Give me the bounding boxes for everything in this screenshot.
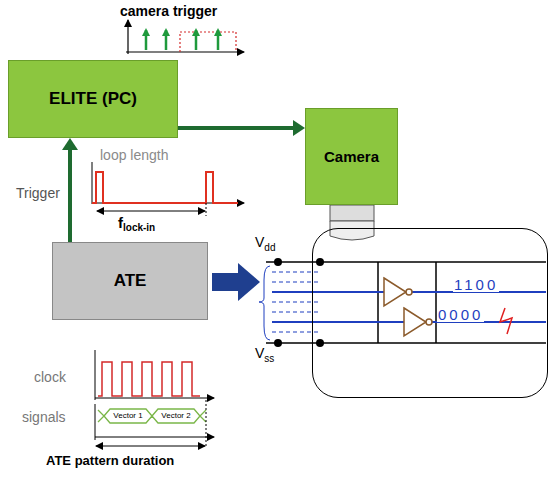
connector [62, 138, 78, 242]
supply-subscript: dd [264, 243, 275, 253]
camera-lens [330, 205, 374, 240]
frequency-subscript: lock-in [123, 223, 155, 233]
bit-pattern: 0000 [437, 307, 484, 322]
connector [212, 263, 260, 301]
signal-name: clock [34, 370, 66, 384]
edge-label: Trigger [16, 186, 60, 200]
node-title: ATE [114, 271, 147, 291]
plot-title: loop length [100, 148, 169, 162]
timing-diagram [95, 350, 214, 448]
camera-trigger-plot [126, 20, 244, 54]
supply-pin: V [255, 235, 264, 249]
ate-box: ATE [52, 242, 208, 320]
supply-pin: V [255, 346, 264, 360]
signal-name: signals [22, 410, 66, 424]
bit-pattern: 1100 [453, 277, 499, 292]
pc-box: ELITE (PC) [8, 60, 178, 138]
axis-title: ATE pattern duration [46, 454, 174, 467]
vector-label: Vector 2 [161, 412, 190, 420]
frequency-symbol: f [118, 215, 123, 230]
connector [178, 120, 305, 136]
vector-label: Vector 1 [113, 412, 142, 420]
loop-length-plot [92, 162, 244, 216]
supply-subscript: ss [264, 354, 274, 364]
node-title: ELITE (PC) [49, 89, 137, 109]
camera-box: Camera [305, 108, 398, 205]
node-title: Camera [324, 148, 379, 165]
circuit-schematic [259, 258, 546, 347]
circuit-box: 1100 0000 [312, 228, 548, 398]
plot-title: camera trigger [120, 4, 217, 18]
